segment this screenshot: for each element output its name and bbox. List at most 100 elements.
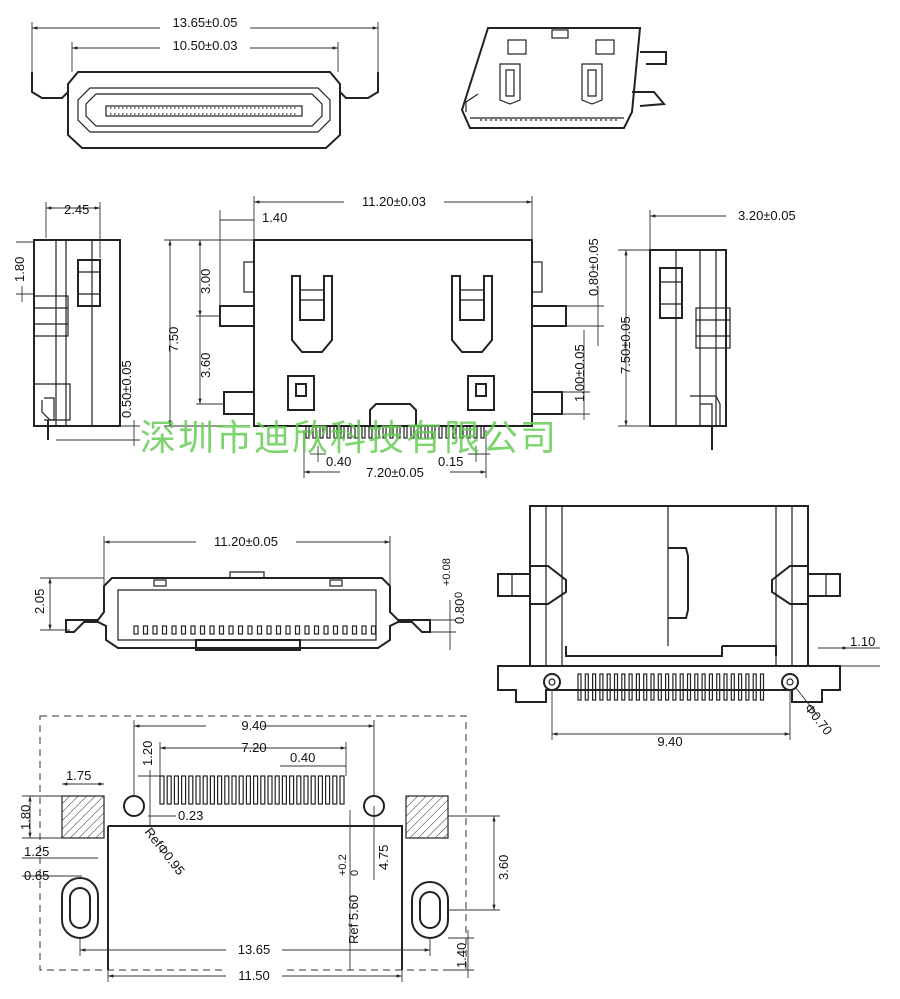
bottom-pin (745, 673, 750, 701)
footprint-signal-pad (296, 775, 302, 805)
rear-pin (370, 625, 377, 635)
bottom-pin (643, 673, 648, 701)
dim-560-fp: Ref 5.60 (346, 895, 361, 944)
top-pin (452, 425, 457, 439)
top-pin (445, 425, 450, 439)
dim-360-fp: 3.60 (496, 855, 511, 880)
rear-pin (218, 625, 225, 635)
dim-720-top: 7.20±0.05 (366, 465, 424, 480)
dim-140-fp: 1.40 (454, 943, 469, 968)
footprint-signal-pad (332, 775, 338, 805)
rear-pin (199, 625, 206, 635)
top-pin (396, 425, 401, 439)
top-pin (410, 425, 415, 439)
dim-1365-fp: 13.65 (238, 942, 271, 957)
dim-phi070: Φ0.70 (802, 701, 836, 738)
footprint-signal-pad (188, 775, 194, 805)
bottom-pin (759, 673, 765, 701)
dim-320: 3.20±0.05 (738, 208, 796, 223)
top-pin (480, 425, 485, 439)
bottom-pin (635, 673, 641, 701)
top-pin (424, 425, 429, 439)
dim-015-top: 0.15 (438, 454, 463, 469)
top-pin (361, 425, 366, 439)
footprint-signal-pad (195, 775, 201, 805)
top-pin (312, 425, 317, 439)
bottom-pin (686, 673, 692, 701)
footprint-signal-pad (310, 775, 316, 805)
company-watermark: 深圳市迪欣科技有限公司 (140, 418, 558, 459)
bottom-pin (664, 673, 670, 701)
footprint-signal-pads (159, 775, 345, 805)
footprint-signal-pad (217, 775, 223, 805)
top-pin (347, 425, 352, 439)
dim-rear-width: 11.20±0.05 (214, 534, 278, 549)
rear-view (40, 535, 456, 651)
bottom-pin (606, 673, 611, 701)
dim-180-fp: 1.80 (18, 805, 33, 830)
rear-pin (342, 625, 348, 635)
rear-pin (304, 625, 310, 635)
rear-pin (209, 625, 215, 635)
bottom-pin (650, 673, 655, 701)
footprint-signal-pad (173, 775, 179, 805)
dim-475-fp: 4.75 (376, 845, 391, 870)
top-pin (459, 425, 464, 439)
footprint-signal-pad (317, 775, 323, 805)
dim-front-overall: 13.65±0.05 (173, 15, 238, 30)
rear-pin (285, 625, 291, 635)
bottom-pin (577, 673, 582, 701)
rear-pin (323, 625, 329, 635)
dim-720-fp: 7.20 (241, 740, 266, 755)
dim-080-rear: 0.80 (452, 599, 467, 624)
footprint-signal-pad (281, 775, 287, 805)
rear-pin (228, 625, 234, 635)
rear-pins (133, 625, 377, 635)
dim-140-top: 1.40 (262, 210, 287, 225)
footprint-signal-pad (238, 775, 244, 805)
bottom-pin (591, 673, 597, 701)
top-pin (375, 425, 380, 439)
footprint-signal-pad (224, 775, 230, 805)
rear-pin (332, 625, 339, 635)
right-side-view (618, 210, 731, 450)
bottom-pin (730, 673, 735, 701)
bottom-pin (657, 673, 662, 701)
dim-750-top: 7.50 (166, 327, 181, 352)
top-pin (354, 425, 359, 439)
rear-pin (266, 625, 272, 635)
dim-080-rear-tol: +0.08 (441, 558, 453, 586)
bottom-pin (701, 673, 706, 701)
bottom-pin (599, 673, 604, 701)
top-pin (431, 425, 436, 439)
dim-023-fp: 0.23 (178, 808, 203, 823)
footprint-signal-pad (339, 775, 345, 805)
dim-front-opening: 10.50±0.03 (173, 38, 238, 53)
top-view (164, 194, 604, 480)
bottom-view (497, 505, 880, 740)
front-view (31, 16, 379, 149)
dim-205: 2.05 (32, 589, 47, 614)
bottom-pins (577, 673, 765, 701)
dim-750-right: 7.50±0.05 (618, 316, 633, 374)
rear-pin (247, 625, 253, 635)
dim-100-top: 1.00±0.05 (572, 344, 587, 402)
dim-360-top: 3.60 (198, 353, 213, 378)
dim-1150-fp: 11.50 (238, 968, 270, 983)
dim-940-fp: 9.40 (241, 718, 266, 733)
footprint-signal-pad (166, 775, 172, 805)
footprint-signal-pad (303, 775, 309, 805)
dim-040-fp: 0.40 (290, 750, 315, 765)
dim-300: 3.00 (198, 269, 213, 294)
footprint-signal-pad (260, 775, 266, 805)
rear-pin (256, 625, 263, 635)
dim-940-bottom: 9.40 (657, 734, 682, 749)
top-pin (340, 425, 345, 439)
dim-560-fp-tol: +0.2 (337, 854, 349, 876)
rear-pin (351, 625, 358, 635)
top-pin (466, 425, 471, 439)
top-pin (368, 425, 373, 439)
bottom-pin (723, 673, 728, 701)
footprint-signal-pad (289, 775, 295, 805)
left-side-view (16, 202, 140, 446)
